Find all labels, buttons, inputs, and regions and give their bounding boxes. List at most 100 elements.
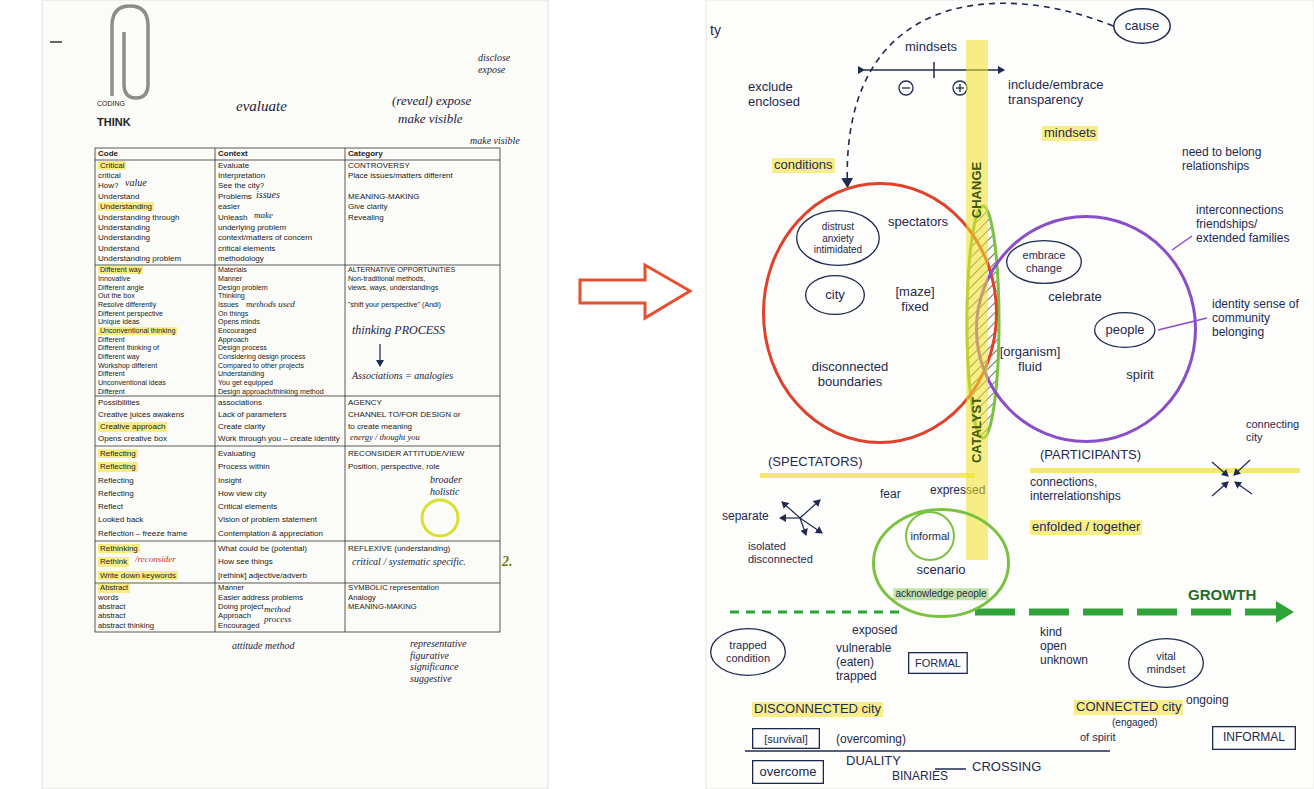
box-outline <box>753 761 824 784</box>
table-cell: Insight <box>218 476 242 485</box>
table-cell: Out the box <box>98 292 135 300</box>
gather-arrow <box>1212 462 1228 476</box>
table-cell: Process within <box>218 462 270 471</box>
sketch-label: DISCONNECTED city <box>752 702 883 717</box>
sketch-label: exposed <box>852 624 897 638</box>
leader-line <box>1172 236 1192 250</box>
node-text: spirit <box>1126 368 1153 383</box>
table-cell: MEANING-MAKING <box>348 603 417 612</box>
oval-outline <box>874 510 1009 617</box>
table-cell: Evaluate <box>218 161 249 170</box>
node-outline <box>975 215 1197 443</box>
node-text: disconnected boundaries <box>803 360 898 390</box>
table-cell: Place issues/matters different <box>348 171 453 180</box>
table-cell: How see things <box>218 557 273 566</box>
inner-circle <box>906 512 954 560</box>
table-cell: Different <box>98 336 125 344</box>
table-cell: Abstract <box>98 584 130 593</box>
table-cell: Problems <box>218 192 252 201</box>
node-text: [maze] fixed <box>889 285 941 315</box>
pen-mark <box>50 41 62 43</box>
node-text: vital mindset <box>1141 650 1191 675</box>
table-cell: Different angle <box>98 284 144 292</box>
highlight-bar <box>760 473 975 478</box>
table-cell: CHANNEL TO/FOR DESIGN or <box>348 410 460 419</box>
oval-node: city <box>805 275 865 315</box>
handwritten-note: 2. <box>502 554 513 570</box>
table-cell: Unconventional thinking <box>98 327 177 335</box>
oval-outline <box>806 276 865 315</box>
sketch-label: isolated disconnected <box>748 540 826 565</box>
gather-arrow <box>1234 460 1250 475</box>
gather-arrow <box>1235 482 1252 494</box>
table-cell: Design process <box>218 344 267 352</box>
scatter-arrow <box>782 502 800 518</box>
table-cell: Innovative <box>98 275 130 283</box>
sketch-label: interconnections friendships/ extended f… <box>1196 204 1306 245</box>
table-header: Category <box>348 149 383 158</box>
oval-node: celebrate[organism] fluidspiritembrace c… <box>975 215 1197 443</box>
table-cell: Easier address problems <box>218 594 303 603</box>
boxed-node: INFORMAL <box>1212 726 1296 750</box>
table-cell: Work through you – create identity <box>218 434 340 443</box>
sheet-heading: CODING <box>97 100 125 108</box>
table-cell: Reflecting <box>98 476 134 485</box>
table-cell: Reflect <box>98 502 123 511</box>
node-text: CHANGE <box>970 162 985 218</box>
scatter-arrow <box>800 518 806 535</box>
table-cell: abstract thinking <box>98 622 154 631</box>
node-text: CATALYST <box>970 397 985 463</box>
table-cell: Lack of parameters <box>218 410 286 419</box>
table-cell: Create clarity <box>218 422 265 431</box>
table-rule <box>345 148 346 632</box>
sketch-label: GROWTH <box>1188 586 1256 603</box>
transition-arrow <box>580 265 690 318</box>
sketch-label: conditions <box>772 158 835 173</box>
table-cell: Different <box>98 388 125 396</box>
node-text: [survival] <box>764 732 807 745</box>
handwritten-note: method process <box>264 604 306 625</box>
node-text: INFORMAL <box>1223 731 1285 745</box>
sketch-label: vulnerable (eaten) trapped <box>836 642 908 683</box>
table-cell: Approach <box>218 336 248 344</box>
table-rule <box>95 265 500 266</box>
highlighter-circle <box>422 500 458 536</box>
table-cell: How view city <box>218 489 266 498</box>
gather-arrow <box>1212 482 1228 496</box>
sketch-label: DUALITY <box>846 754 901 769</box>
table-cell: easier <box>218 202 240 211</box>
table-cell: Give clarity <box>348 202 388 211</box>
handwritten-note: disclose expose <box>478 52 528 75</box>
table-header: Code <box>98 149 118 158</box>
sketch-label: fear <box>880 488 901 502</box>
handwritten-note: attitude method <box>232 640 295 652</box>
sketch-label: mindsets <box>1042 126 1098 141</box>
table-cell: Opens creative box <box>98 434 167 443</box>
node-text: scenario <box>916 563 965 578</box>
table-cell: Looked back <box>98 515 143 524</box>
table-cell: Different way <box>98 353 139 361</box>
oval-node: spectators[maze] fixeddisconnected bound… <box>762 182 998 444</box>
boxed-node: FORMAL <box>908 652 968 674</box>
table-cell: to create meaning <box>348 422 412 431</box>
handwritten-note: make visible <box>398 112 463 127</box>
table-cell: Manner <box>218 275 242 283</box>
growth-arrow <box>975 609 1290 616</box>
sketch-label: BINARIES <box>892 770 948 784</box>
oval-node: people <box>1094 312 1156 348</box>
table-cell: critical <box>98 171 121 180</box>
handwritten-note: broader holistic <box>430 474 480 497</box>
handwritten-note: (reveal) expose <box>392 94 471 109</box>
table-cell: CONTROVERSY <box>348 161 410 170</box>
handwritten-note: methods used <box>246 299 295 309</box>
oval-outline <box>1095 313 1155 348</box>
table-cell: Understanding <box>98 233 150 242</box>
paper-sheet <box>706 0 1314 789</box>
node-text: distrust anxiety intimidated <box>810 221 866 256</box>
table-cell: Issues <box>218 301 239 309</box>
table-cell: Different way <box>98 266 143 274</box>
highlight-bar <box>1030 468 1300 473</box>
table-cell: Understanding <box>98 202 154 211</box>
sketch-label: include/embrace transparency <box>1008 78 1120 108</box>
table-cell: Compared to other projects <box>218 362 304 370</box>
